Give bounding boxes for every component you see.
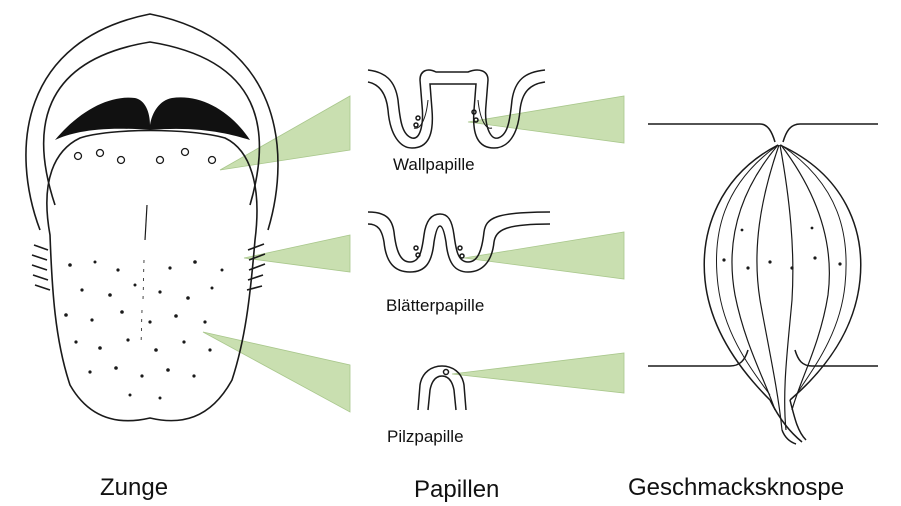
tongue-outline xyxy=(47,131,257,421)
blaetterpapille-label: Blätterpapille xyxy=(386,296,484,316)
tongue-dots xyxy=(64,260,223,399)
pilzpapille-label: Pilzpapille xyxy=(387,427,464,447)
palate-dark xyxy=(55,97,250,140)
pointer-pilzpapille-to-bud xyxy=(452,353,624,393)
taste-bud-drawing xyxy=(648,124,878,444)
geschmacksknospe-label: Geschmacksknospe xyxy=(628,474,844,502)
pilzpapille-drawing xyxy=(418,366,466,410)
pointer-wedges xyxy=(203,96,624,412)
pointer-tongue-to-pilzpapille xyxy=(203,332,350,412)
wallpapille-label: Wallpapille xyxy=(393,155,475,175)
pointer-blaetterpapille-to-bud xyxy=(464,232,624,279)
zunge-label: Zunge xyxy=(100,474,168,502)
wallpapille-drawing xyxy=(368,70,545,148)
papillen-label: Papillen xyxy=(414,476,499,504)
taste-bud-nuclei xyxy=(722,227,841,270)
tongue-drawing xyxy=(26,14,278,421)
